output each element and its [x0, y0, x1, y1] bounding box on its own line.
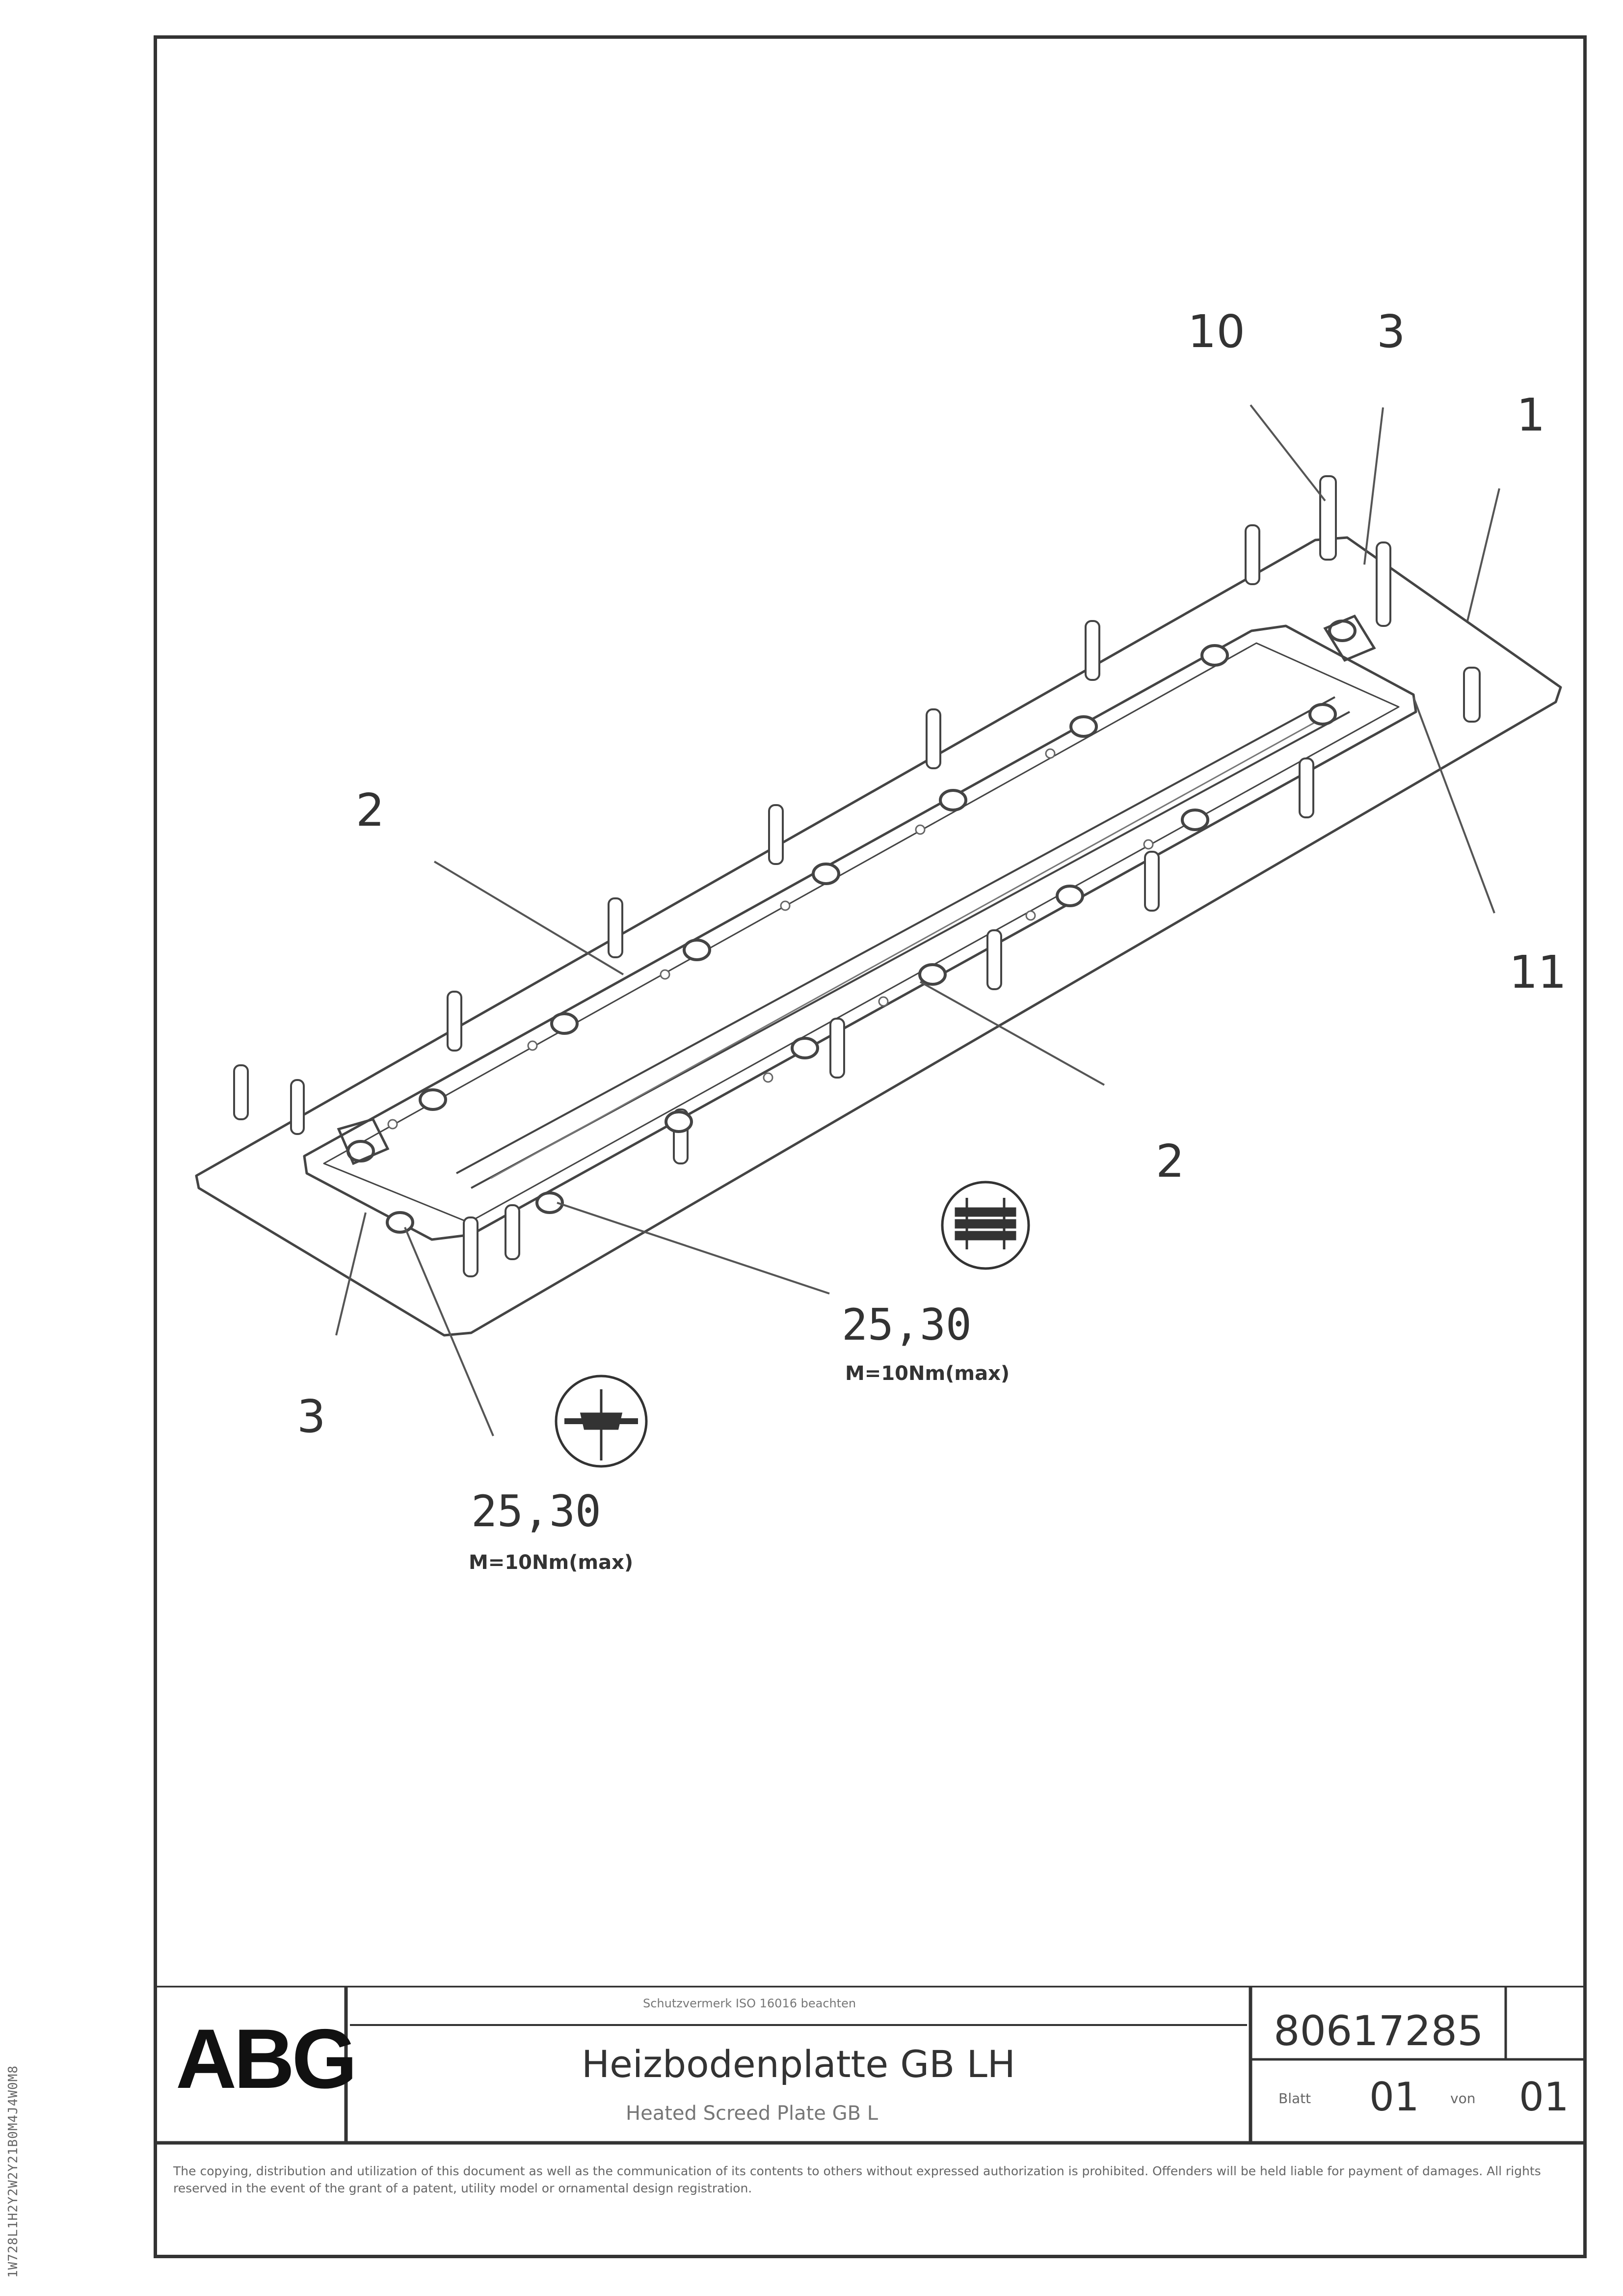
leader-11: [1412, 697, 1495, 914]
drawing-title-de: Heizbodenplatte GB LH: [582, 2042, 1015, 2086]
torque-unit-left: M=10Nm(max): [469, 1551, 634, 1574]
heating-element-inner: [323, 642, 1400, 1223]
sheet-number: 01: [1369, 2074, 1419, 2120]
callout-1: 1: [1517, 389, 1545, 441]
side-reference-code: 1W728L1H2Y2W2Y21B0M4J4W0M8: [0, 1767, 21, 2278]
callout-10: 10: [1188, 305, 1246, 358]
torque-value-left: 25,30: [471, 1486, 601, 1537]
screwdriver-icon: [555, 1375, 648, 1468]
center-rail: [456, 696, 1350, 1189]
bracket-right: [1323, 614, 1376, 662]
leader-10: [1250, 404, 1326, 502]
leader-2-left: [433, 861, 624, 975]
protection-note: Schutzvermerk ISO 16016 beachten: [643, 1997, 856, 2010]
title-block-frame: [154, 1986, 1587, 2145]
company-logo: ABG: [176, 2012, 357, 2106]
drawing-frame: [154, 35, 1587, 2258]
leader-torque-right: [557, 1202, 830, 1295]
leader-3-top: [1363, 407, 1384, 565]
stud-row-back: [233, 475, 1481, 1135]
stud-row-front: [463, 757, 1314, 1277]
small-fasteners: [387, 748, 1154, 1130]
leader-3-bottom: [335, 1212, 367, 1336]
sheet-of-label: von: [1450, 2090, 1476, 2107]
torque-unit-right: M=10Nm(max): [845, 1362, 1010, 1385]
callout-3-bottom: 3: [297, 1390, 326, 1443]
nut-row: [346, 620, 1357, 1234]
drawing-title-en: Heated Screed Plate GB L: [626, 2102, 878, 2125]
part-number: 80617285: [1274, 2007, 1484, 2055]
callout-2-left: 2: [356, 784, 385, 837]
leader-1: [1466, 488, 1500, 621]
leader-torque-left: [404, 1227, 494, 1436]
callout-2-right: 2: [1156, 1135, 1185, 1188]
sheet-label: Blatt: [1278, 2090, 1311, 2107]
torque-wrench-icon: [941, 1181, 1030, 1270]
callout-3-top: 3: [1377, 305, 1406, 358]
side-reference-code-text: 1W728L1H2Y2W2Y21B0M4J4W0M8: [6, 2065, 21, 2278]
heating-element-outline: [303, 624, 1417, 1241]
torque-value-right: 25,30: [842, 1299, 972, 1350]
bracket-left: [337, 1118, 390, 1165]
sheet-total: 01: [1519, 2074, 1569, 2120]
copyright-disclaimer: The copying, distribution and utilizatio…: [173, 2164, 1541, 2195]
callout-11: 11: [1509, 946, 1567, 999]
leader-2-right: [920, 981, 1105, 1086]
